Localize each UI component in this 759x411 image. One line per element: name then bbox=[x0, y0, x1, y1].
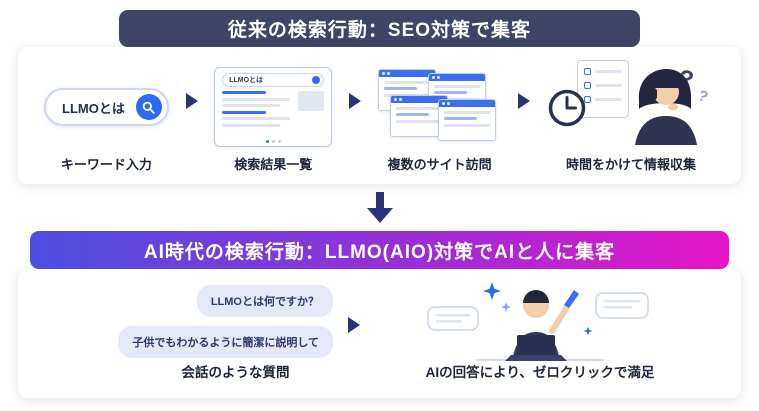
arrow-right-icon bbox=[518, 92, 531, 109]
checklist-card bbox=[576, 60, 629, 118]
step-search-results: LLMOとは bbox=[214, 56, 333, 173]
step-multiple-sites: 複数のサイト訪問 bbox=[377, 56, 502, 173]
step-time-consuming: ? ? 時間をかけて情報収集 bbox=[547, 56, 715, 173]
multiple-sites-illustration bbox=[377, 60, 502, 154]
llmo-section-header: AI時代の検索行動：LLMO(AIO)対策でAIと人に集客 bbox=[30, 231, 729, 269]
arrow-right-icon bbox=[348, 92, 361, 109]
seo-steps-row: LLMOとは キーワード入力 bbox=[18, 47, 741, 184]
result-lines bbox=[222, 91, 293, 137]
browser-content bbox=[222, 91, 325, 137]
step-label-multiple-sites: 複数のサイト訪問 bbox=[387, 157, 492, 172]
search-query-text: LLMOとは bbox=[62, 100, 125, 116]
browser-search-text: LLMOとは bbox=[229, 77, 264, 84]
arrow-down-icon bbox=[366, 192, 393, 223]
stacked-windows bbox=[377, 69, 502, 145]
question-label: 会話のような質問 bbox=[181, 365, 290, 380]
step-keyword-input: LLMOとは キーワード入力 bbox=[44, 56, 169, 173]
browser-search-icon bbox=[312, 76, 321, 84]
step-label-time-consuming: 時間をかけて情報収集 bbox=[565, 157, 696, 172]
llmo-flow-card: LLMOとは何ですか？ 子供でもわかるように簡潔に説明して 会話のような質問 bbox=[18, 269, 741, 398]
chat-bubbles: LLMOとは何ですか？ 子供でもわかるように簡潔に説明して bbox=[118, 285, 333, 358]
answer-label: AIの回答により、ゼロクリックで満足 bbox=[425, 365, 655, 380]
step-label-search-results: 検索結果一覧 bbox=[234, 157, 313, 172]
search-results-window: LLMOとは bbox=[214, 67, 333, 147]
pagination-dots bbox=[222, 137, 324, 144]
clock-icon bbox=[548, 89, 586, 127]
arrow-right-icon bbox=[185, 92, 198, 109]
search-icon bbox=[135, 94, 162, 120]
site-window bbox=[437, 99, 496, 141]
search-results-illustration: LLMOとは bbox=[214, 60, 333, 154]
chat-bubble-2: 子供でもわかるように簡潔に説明して bbox=[118, 326, 333, 358]
ai-answer-illustration bbox=[427, 282, 649, 361]
thumbnail-placeholder bbox=[298, 91, 325, 111]
time-consuming-illustration: ? ? bbox=[547, 60, 715, 154]
arrow-right-icon bbox=[348, 317, 360, 333]
seo-flow-card: LLMOとは キーワード入力 bbox=[18, 47, 741, 184]
step-label-keyword-input: キーワード入力 bbox=[60, 157, 152, 172]
browser-search-bar: LLMOとは bbox=[222, 73, 325, 87]
svg-text:?: ? bbox=[695, 87, 710, 106]
seo-section-header: 従来の検索行動：SEO対策で集客 bbox=[119, 10, 640, 47]
confused-person-illustration: ? ? bbox=[634, 65, 710, 145]
chat-bubble-1: LLMOとは何ですか？ bbox=[196, 285, 333, 317]
search-box-illustration: LLMOとは bbox=[44, 88, 169, 126]
keyword-input-illustration: LLMOとは bbox=[44, 60, 169, 154]
